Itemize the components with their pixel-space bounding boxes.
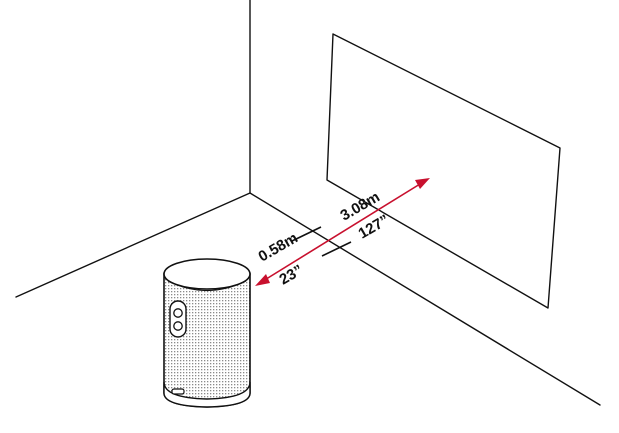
room-corner-icon bbox=[15, 0, 601, 406]
near-distance-metric: 0.58m bbox=[256, 229, 301, 265]
distance-arrow bbox=[255, 178, 430, 286]
far-tick bbox=[321, 241, 352, 257]
near-tick bbox=[291, 226, 322, 242]
projector-body bbox=[163, 273, 251, 408]
projector-button-top bbox=[173, 308, 183, 318]
arrow-head-far bbox=[415, 178, 430, 189]
floor-right-edge bbox=[249, 192, 601, 406]
screen-icon bbox=[326, 33, 561, 309]
projector-top bbox=[163, 258, 251, 290]
projector-button-bottom bbox=[173, 321, 183, 331]
near-distance-imperial: 23” bbox=[277, 262, 306, 289]
arrow-head-near bbox=[255, 274, 270, 286]
projector-port bbox=[171, 388, 185, 395]
far-distance-imperial: 127” bbox=[356, 211, 393, 242]
projector-icon bbox=[163, 258, 251, 408]
projector-top-rim bbox=[167, 280, 247, 292]
floor-left-edge bbox=[15, 192, 251, 298]
projector-control-panel bbox=[169, 300, 187, 338]
projector-base bbox=[163, 381, 251, 408]
arrow-shaft bbox=[262, 183, 421, 282]
